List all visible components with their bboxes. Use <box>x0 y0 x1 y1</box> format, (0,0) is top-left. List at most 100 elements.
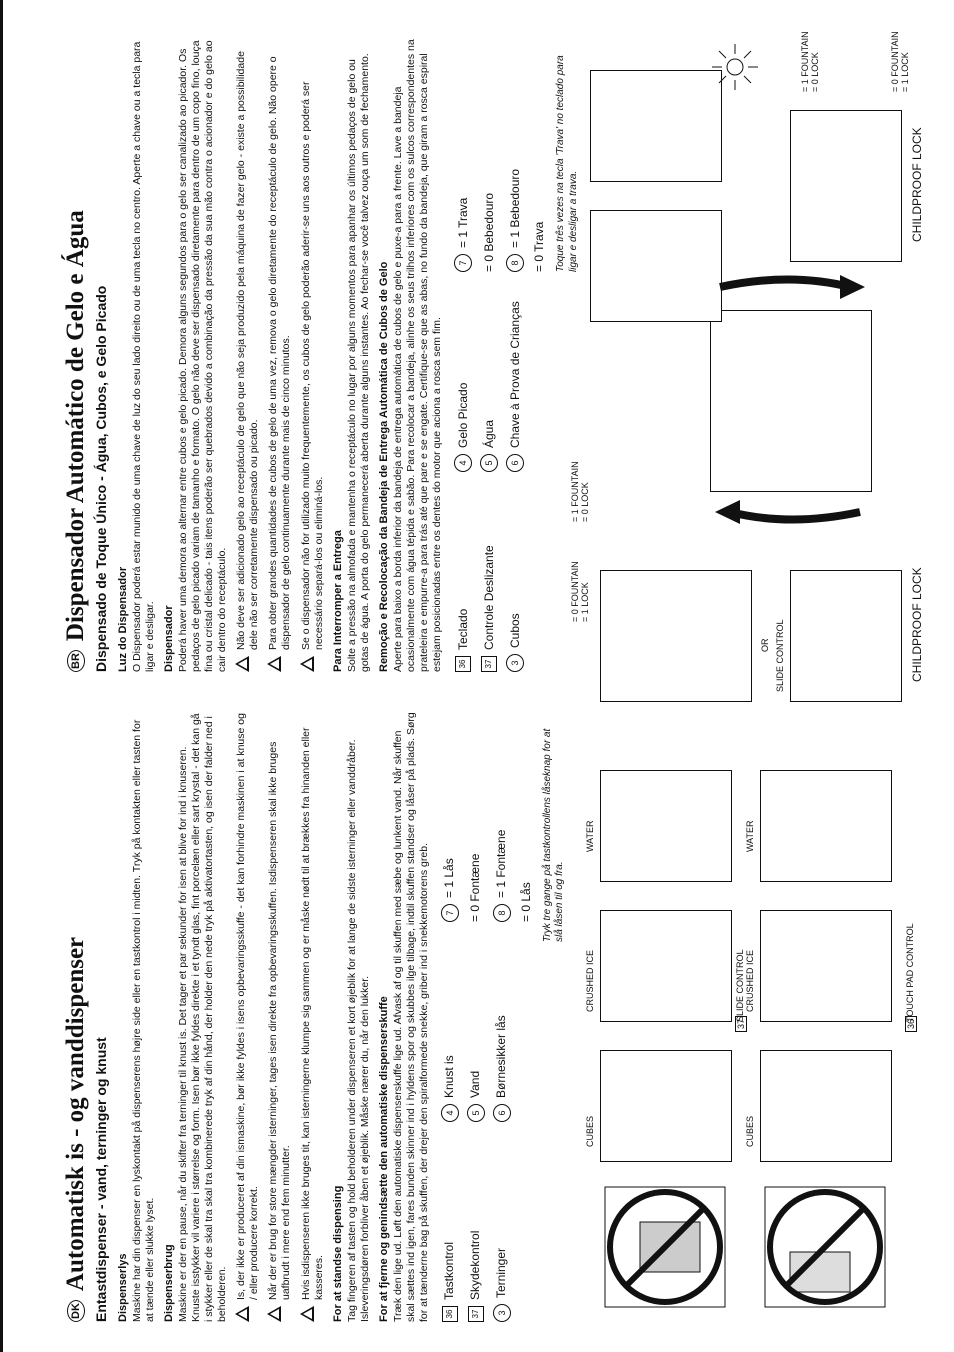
legend-text: = 0 Lås <box>518 882 533 922</box>
br-tray-heading: Remoção e Recolocação da Bandeja de Entr… <box>377 261 390 672</box>
br-section: BR Dispensador Automático de Gelo e Água… <box>60 32 580 672</box>
legend-key: 36 <box>455 656 471 672</box>
label-lock1: = 1 LOCK <box>580 582 590 622</box>
br-warning-3-text: Se o dispensador não for utilizado muito… <box>299 81 325 650</box>
br-warning-2-text: Para obter grandes quantidades de cubos … <box>267 56 293 650</box>
legend-item: = 0 Fontæne <box>467 702 485 922</box>
br-warning-1-text: Não deve ser adicionado gelo ao receptác… <box>235 51 261 650</box>
legend-text: Gelo Picado <box>455 382 470 448</box>
no-glass-illustration-2 <box>604 1186 726 1308</box>
label-crushed-top: CRUSHED ICE <box>745 949 755 1012</box>
warning-icon <box>299 656 314 672</box>
legend-text: = 1 Lås <box>442 858 457 898</box>
legend-item: 7 = 1 Lås <box>440 702 459 922</box>
br-subtitle: Dispensado de Toque Único - Água, Cubos,… <box>93 285 110 672</box>
dk-use-heading: Dispenserbrug <box>162 1244 175 1322</box>
legend-key: 37 <box>481 656 497 672</box>
label-lock1-b: = 1 LOCK <box>900 52 910 92</box>
br-use-heading: Dispensador <box>162 605 175 672</box>
legend-text: Børnesikker lås <box>494 1015 509 1098</box>
br-hand-panel <box>590 210 722 322</box>
br-cup-panel <box>710 310 872 492</box>
legend-key: 6 <box>506 454 524 472</box>
dk-light-heading: Dispenserlys <box>116 1253 129 1322</box>
legend-item: 8= 1 Fontæne <box>492 702 511 922</box>
legend-text: = 1 Bebedouro <box>507 168 522 248</box>
br-stop-text: Solte a pressão na almofada e mantenha o… <box>345 53 371 672</box>
warning-icon <box>235 656 249 672</box>
dk-light-text: Maskine har din dispenser en lyskontakt … <box>130 719 156 1322</box>
label-water-bottom: WATER <box>585 820 595 853</box>
legend-key: 5 <box>466 1104 485 1122</box>
warning-icon <box>267 1306 282 1322</box>
legend-text: Teclado <box>455 608 470 650</box>
br-warning-2: Para obter grandes quantidades de cubos … <box>267 32 293 672</box>
br-badge: BR <box>66 650 85 672</box>
label-water-top: WATER <box>745 820 755 853</box>
label-touch-pad: TOUCH PAD CONTROL <box>905 923 915 1022</box>
br-stop-heading: Para Interromper a Entrega <box>331 530 344 672</box>
dk-section: DK Automatisk is - og vanddispenser Enta… <box>60 712 567 1322</box>
legend-text: = 0 Bebedouro <box>481 192 496 272</box>
br-warning-1: Não deve ser adicionado gelo ao receptác… <box>235 32 261 672</box>
br-warning-3: Se o dispensador não for utilizado muito… <box>299 32 326 672</box>
label-fount1: = 1 FOUNTAIN <box>570 461 580 522</box>
legend-item: = 0 Trava <box>532 52 547 272</box>
label-childproof-1: CHILDPROOF LOCK <box>910 567 924 682</box>
legend-text: = 1 Fontæne <box>494 829 509 898</box>
label-cubes-bottom: CUBES <box>585 1115 595 1147</box>
legend-key: 7 <box>440 904 459 922</box>
label-crushed-bottom: CRUSHED ICE <box>585 949 595 1012</box>
legend-key: 7 <box>454 254 472 272</box>
dk-warning-1: Is, der ikke er produceret af din ismask… <box>235 712 261 1322</box>
legend-text: = 0 Fontæne <box>468 853 483 922</box>
legend-key: 37 <box>467 1306 484 1322</box>
label-childproof-2: CHILDPROOF LOCK <box>910 127 924 242</box>
dk-use-text: Maskine er der en pause, når du skifter … <box>176 713 228 1322</box>
br-switch-panel <box>600 570 752 702</box>
no-glass-illustration-1 <box>764 1186 886 1308</box>
label-fount0-b: = 0 FOUNTAIN <box>890 31 900 92</box>
legend-item: 36 Teclado <box>454 472 472 672</box>
dk-tray-heading: For at fjerne og genindsætte den automat… <box>377 996 390 1322</box>
label-37-dk: 37 <box>735 1015 747 1032</box>
dk-badge: DK <box>66 1300 85 1322</box>
br-use-text: Poderá haver uma demora ao alternar entr… <box>176 40 228 672</box>
label-lock0-b: = 0 LOCK <box>810 52 820 92</box>
dk-tray-text: Træk den lige ud. Løft den automatiske d… <box>391 712 430 1322</box>
legend-text: Controle Deslizante <box>481 545 496 650</box>
label-36-dk: 36 <box>905 1015 917 1032</box>
label-fount0: = 0 FOUNTAIN <box>570 561 580 622</box>
dk-cubes-touch-panel <box>760 1050 892 1162</box>
br-title: Dispensador Automático de Gelo e Água <box>62 210 89 642</box>
legend-text: = 1 Trava <box>455 197 470 248</box>
legend-item <box>532 472 547 672</box>
dk-warning-2: Når der er brug for store mængder istern… <box>267 712 293 1322</box>
label-fount1-b: = 1 FOUNTAIN <box>800 31 810 92</box>
warning-icon <box>267 656 282 672</box>
dk-title: Automatisk is - og vanddispenser <box>62 936 89 1292</box>
legend-key: 8 <box>506 254 524 272</box>
br-slide-panel <box>790 570 902 702</box>
br-tray-text: Aperte para baixo a borda inferior da ba… <box>391 39 443 672</box>
dk-warning-1-text: Is, der ikke er produceret af din ismask… <box>235 713 261 1300</box>
dk-warning-3: Hvis isdispenseren ikke bruges tit, kan … <box>299 712 326 1322</box>
legend-item: = 0 Bebedouro <box>480 52 498 272</box>
legend-item <box>519 922 534 1122</box>
label-lock0: = 0 LOCK <box>580 482 590 522</box>
illustrations: CUBES CUBES TOUCH PAD CONTROL CRUSHED IC… <box>560 22 940 1322</box>
legend-text: Terninger <box>494 1247 509 1298</box>
legend-text: Cubos <box>507 613 522 648</box>
label-slide-control: SLIDE CONTROL <box>735 949 745 1022</box>
legend-item: 8 = 1 Bebedouro <box>506 52 524 272</box>
